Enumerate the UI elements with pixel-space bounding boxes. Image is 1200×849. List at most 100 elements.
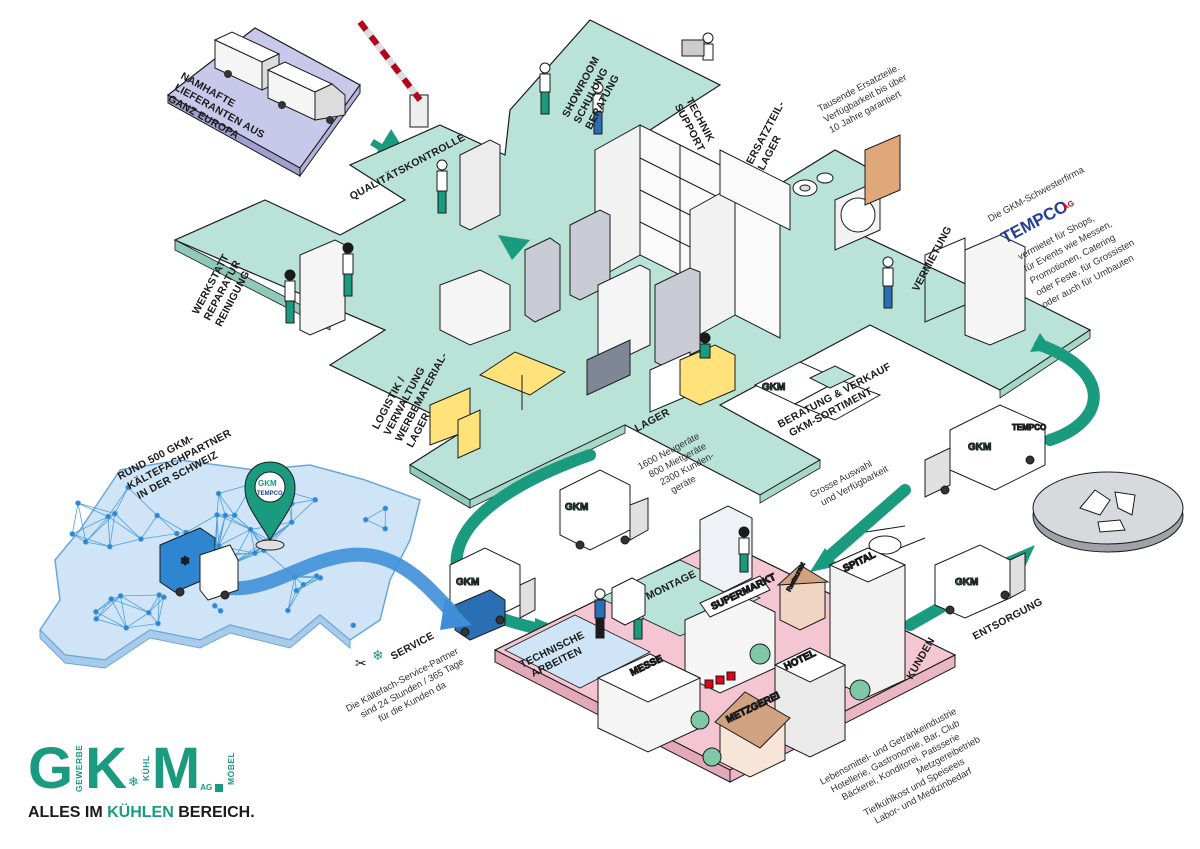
network-node: [247, 526, 254, 533]
logo-wordmark: G GEWERBE K ❄ KÜHL M AG MÖBEL: [28, 736, 278, 798]
network-node: [212, 602, 218, 609]
logo-letter-g: G: [28, 736, 74, 801]
network-node: [117, 593, 124, 599]
network-node: [222, 512, 229, 519]
network-link: [287, 576, 296, 611]
network-link: [148, 596, 165, 613]
network-link: [126, 623, 159, 629]
network-link: [218, 515, 235, 547]
network-node: [145, 609, 152, 616]
network-link: [85, 516, 109, 543]
network-link: [287, 584, 304, 611]
network-node: [125, 484, 131, 491]
network-node: [300, 581, 307, 588]
network-link: [218, 493, 226, 516]
network-node: [215, 543, 222, 549]
network-link: [157, 597, 165, 624]
service-route: [208, 547, 457, 617]
network-node: [156, 592, 163, 598]
network-node: [288, 519, 295, 525]
network-link: [77, 502, 115, 514]
service-route-head: [440, 598, 472, 630]
slogan-highlight: KÜHLEN: [107, 804, 174, 821]
truck-vermietung: GKM TEMPCO: [924, 404, 1047, 498]
label-ersatzteil: ERSATZTEIL- LAGER: [744, 99, 787, 173]
truck-entsorgung: GKM: [934, 544, 1026, 619]
network-link: [218, 515, 226, 546]
network-link: [120, 595, 127, 628]
network-link: [95, 595, 121, 613]
network-link: [72, 516, 109, 535]
helicopter-icon: [865, 525, 926, 555]
network-node: [231, 512, 238, 519]
network-link: [250, 529, 265, 542]
logo-letter-k: K: [85, 736, 128, 801]
network-link: [291, 499, 316, 505]
network-link: [218, 529, 251, 547]
customer-buildings: SUPERMARKT Restaurant SPITAL MESSE HOTEL…: [596, 505, 907, 778]
logo-dot: [215, 784, 224, 792]
svg-text:GKM: GKM: [258, 479, 277, 488]
customer-workers: [594, 526, 750, 640]
network-link: [157, 594, 160, 624]
network-link: [110, 598, 127, 629]
network-link: [120, 594, 160, 597]
network-link: [156, 515, 178, 534]
snowflake-icon: ❄: [372, 647, 384, 663]
network-link: [216, 493, 220, 515]
network-node: [382, 505, 389, 512]
network-link: [85, 541, 110, 548]
network-node: [107, 543, 113, 550]
network-link: [250, 529, 270, 541]
network-node: [123, 625, 130, 631]
network-node: [215, 490, 222, 497]
tools-icon: ✂: [355, 655, 367, 671]
network-link: [148, 594, 160, 613]
network-node: [108, 596, 115, 602]
network-link: [107, 516, 111, 547]
workers: [284, 32, 894, 359]
network-link: [225, 515, 251, 530]
network-link: [185, 514, 218, 533]
svg-text:TEMPCO: TEMPCO: [1012, 423, 1046, 432]
snowflake-icon: ❄: [180, 554, 190, 568]
network-node: [138, 536, 144, 542]
network-node: [161, 594, 167, 600]
network-link: [365, 508, 386, 521]
catalog-book: GKM: [753, 361, 882, 421]
network-node: [362, 516, 369, 523]
logo-gewerbe: GEWERBE: [74, 744, 85, 792]
logo-kuehl: KÜHL: [140, 755, 151, 781]
truck-service: GKM: [449, 547, 536, 641]
network-link: [126, 612, 149, 629]
network-link: [77, 502, 109, 517]
network-node: [112, 510, 118, 517]
network-node: [217, 608, 224, 614]
network-link: [96, 595, 121, 620]
network-link: [114, 487, 129, 514]
network-link: [296, 577, 321, 591]
logo-ag: AG: [200, 783, 213, 792]
network-node: [174, 530, 180, 537]
network-node: [350, 622, 357, 629]
note-auswahl: Grosse Auswahl und Verfügbarkeit: [808, 459, 890, 509]
network-node: [69, 531, 76, 537]
svg-text:SERVICE: SERVICE: [389, 630, 436, 663]
network-node: [154, 512, 160, 519]
svg-text:GKM: GKM: [762, 382, 785, 393]
network-link: [109, 513, 116, 547]
network-link: [140, 533, 177, 540]
network-link: [140, 515, 158, 540]
network-link: [291, 499, 316, 523]
svg-text:TEMPCO: TEMPCO: [257, 491, 283, 497]
gkm-logo: G GEWERBE K ❄ KÜHL M AG MÖBEL ALLES IM K…: [28, 736, 278, 826]
svg-text:GKM: GKM: [456, 577, 479, 588]
network-link: [72, 533, 110, 548]
network-link: [109, 538, 142, 548]
network-link: [365, 519, 386, 530]
truck-lager: GKM: [559, 469, 649, 551]
network-link: [111, 598, 149, 613]
network-link: [120, 595, 149, 613]
location-pin-icon: GKM TEMPCO: [244, 461, 296, 551]
